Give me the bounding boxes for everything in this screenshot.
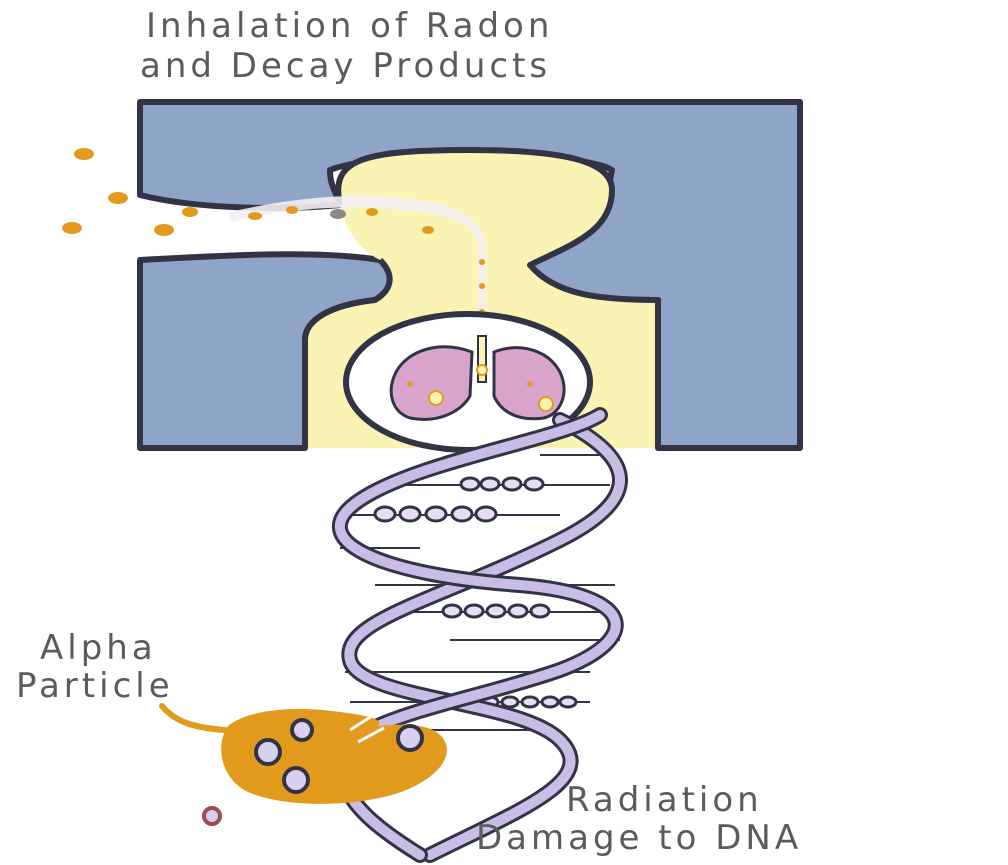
radon-particle bbox=[286, 206, 298, 214]
lung-particle bbox=[539, 397, 553, 411]
alpha-label-line-1: Alpha bbox=[40, 628, 157, 668]
damage-label-line-1: Radiation bbox=[566, 780, 763, 820]
lung-particle bbox=[429, 391, 443, 405]
radon-particle bbox=[479, 259, 485, 265]
alpha-label-line-2: Particle bbox=[16, 666, 174, 706]
damage-label-line-2: Damage to DNA bbox=[476, 818, 802, 858]
lung-particle bbox=[407, 381, 413, 387]
alpha-nucleon bbox=[256, 740, 280, 764]
radon-particle bbox=[366, 208, 378, 216]
lung-particle bbox=[477, 365, 487, 375]
title-line-1: Inhalation of Radon bbox=[146, 6, 553, 46]
radon-particle bbox=[154, 224, 174, 236]
radon-particle bbox=[182, 207, 198, 217]
alpha-nucleon bbox=[284, 768, 308, 792]
stray-particle bbox=[204, 808, 220, 824]
radon-particle bbox=[108, 192, 128, 204]
radon-particle bbox=[74, 148, 94, 160]
alpha-particle-tail bbox=[162, 706, 225, 730]
radon-particle bbox=[479, 283, 485, 289]
alpha-nucleon bbox=[398, 726, 422, 750]
lung-particle bbox=[527, 381, 533, 387]
title-line-2: and Decay Products bbox=[140, 46, 551, 86]
radon-particle bbox=[330, 209, 346, 219]
radon-particle bbox=[248, 212, 262, 220]
alpha-nucleon bbox=[292, 720, 312, 740]
radon-particle bbox=[422, 226, 434, 234]
radon-particle bbox=[62, 222, 82, 234]
